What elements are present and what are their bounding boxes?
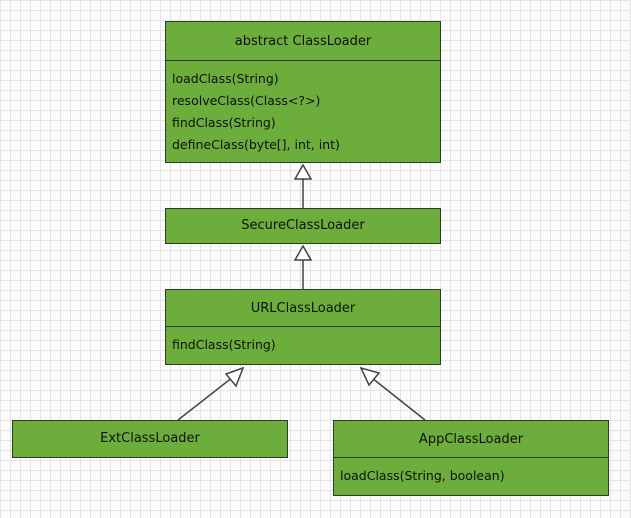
method-item: loadClass(String, boolean) — [340, 468, 505, 483]
class-name: URLClassLoader — [250, 300, 356, 316]
method-list: loadClass(String, boolean) — [334, 457, 608, 491]
edge-app-to-url — [371, 377, 426, 421]
class-name: abstract ClassLoader — [234, 33, 372, 49]
method-item: resolveClass(Class<?>) — [172, 93, 321, 108]
method-item: loadClass(String) — [172, 71, 279, 86]
class-name: SecureClassLoader — [241, 218, 365, 233]
arrowhead-abstract-icon — [293, 163, 313, 180]
edge-ext-to-url — [177, 376, 234, 421]
method-item: findClass(String) — [172, 115, 276, 130]
method-item: findClass(String) — [172, 337, 276, 352]
class-url-classloader: URLClassLoader findClass(String) — [165, 289, 441, 365]
arrowhead-secure-icon — [293, 244, 313, 261]
class-abstract-classloader: abstract ClassLoader loadClass(String) r… — [165, 21, 441, 163]
class-secure-classloader: SecureClassLoader — [165, 208, 441, 244]
class-app-classloader: AppClassLoader loadClass(String, boolean… — [333, 420, 609, 496]
arrowhead-url-right-icon — [359, 366, 381, 387]
method-list: loadClass(String) resolveClass(Class<?>)… — [166, 60, 440, 160]
arrowhead-url-left-icon — [224, 366, 245, 388]
class-ext-classloader: ExtClassLoader — [12, 420, 288, 458]
method-list: findClass(String) — [166, 326, 440, 360]
class-name: ExtClassLoader — [100, 431, 200, 446]
class-name: AppClassLoader — [418, 431, 524, 447]
method-item: defineClass(byte[], int, int) — [172, 137, 340, 152]
